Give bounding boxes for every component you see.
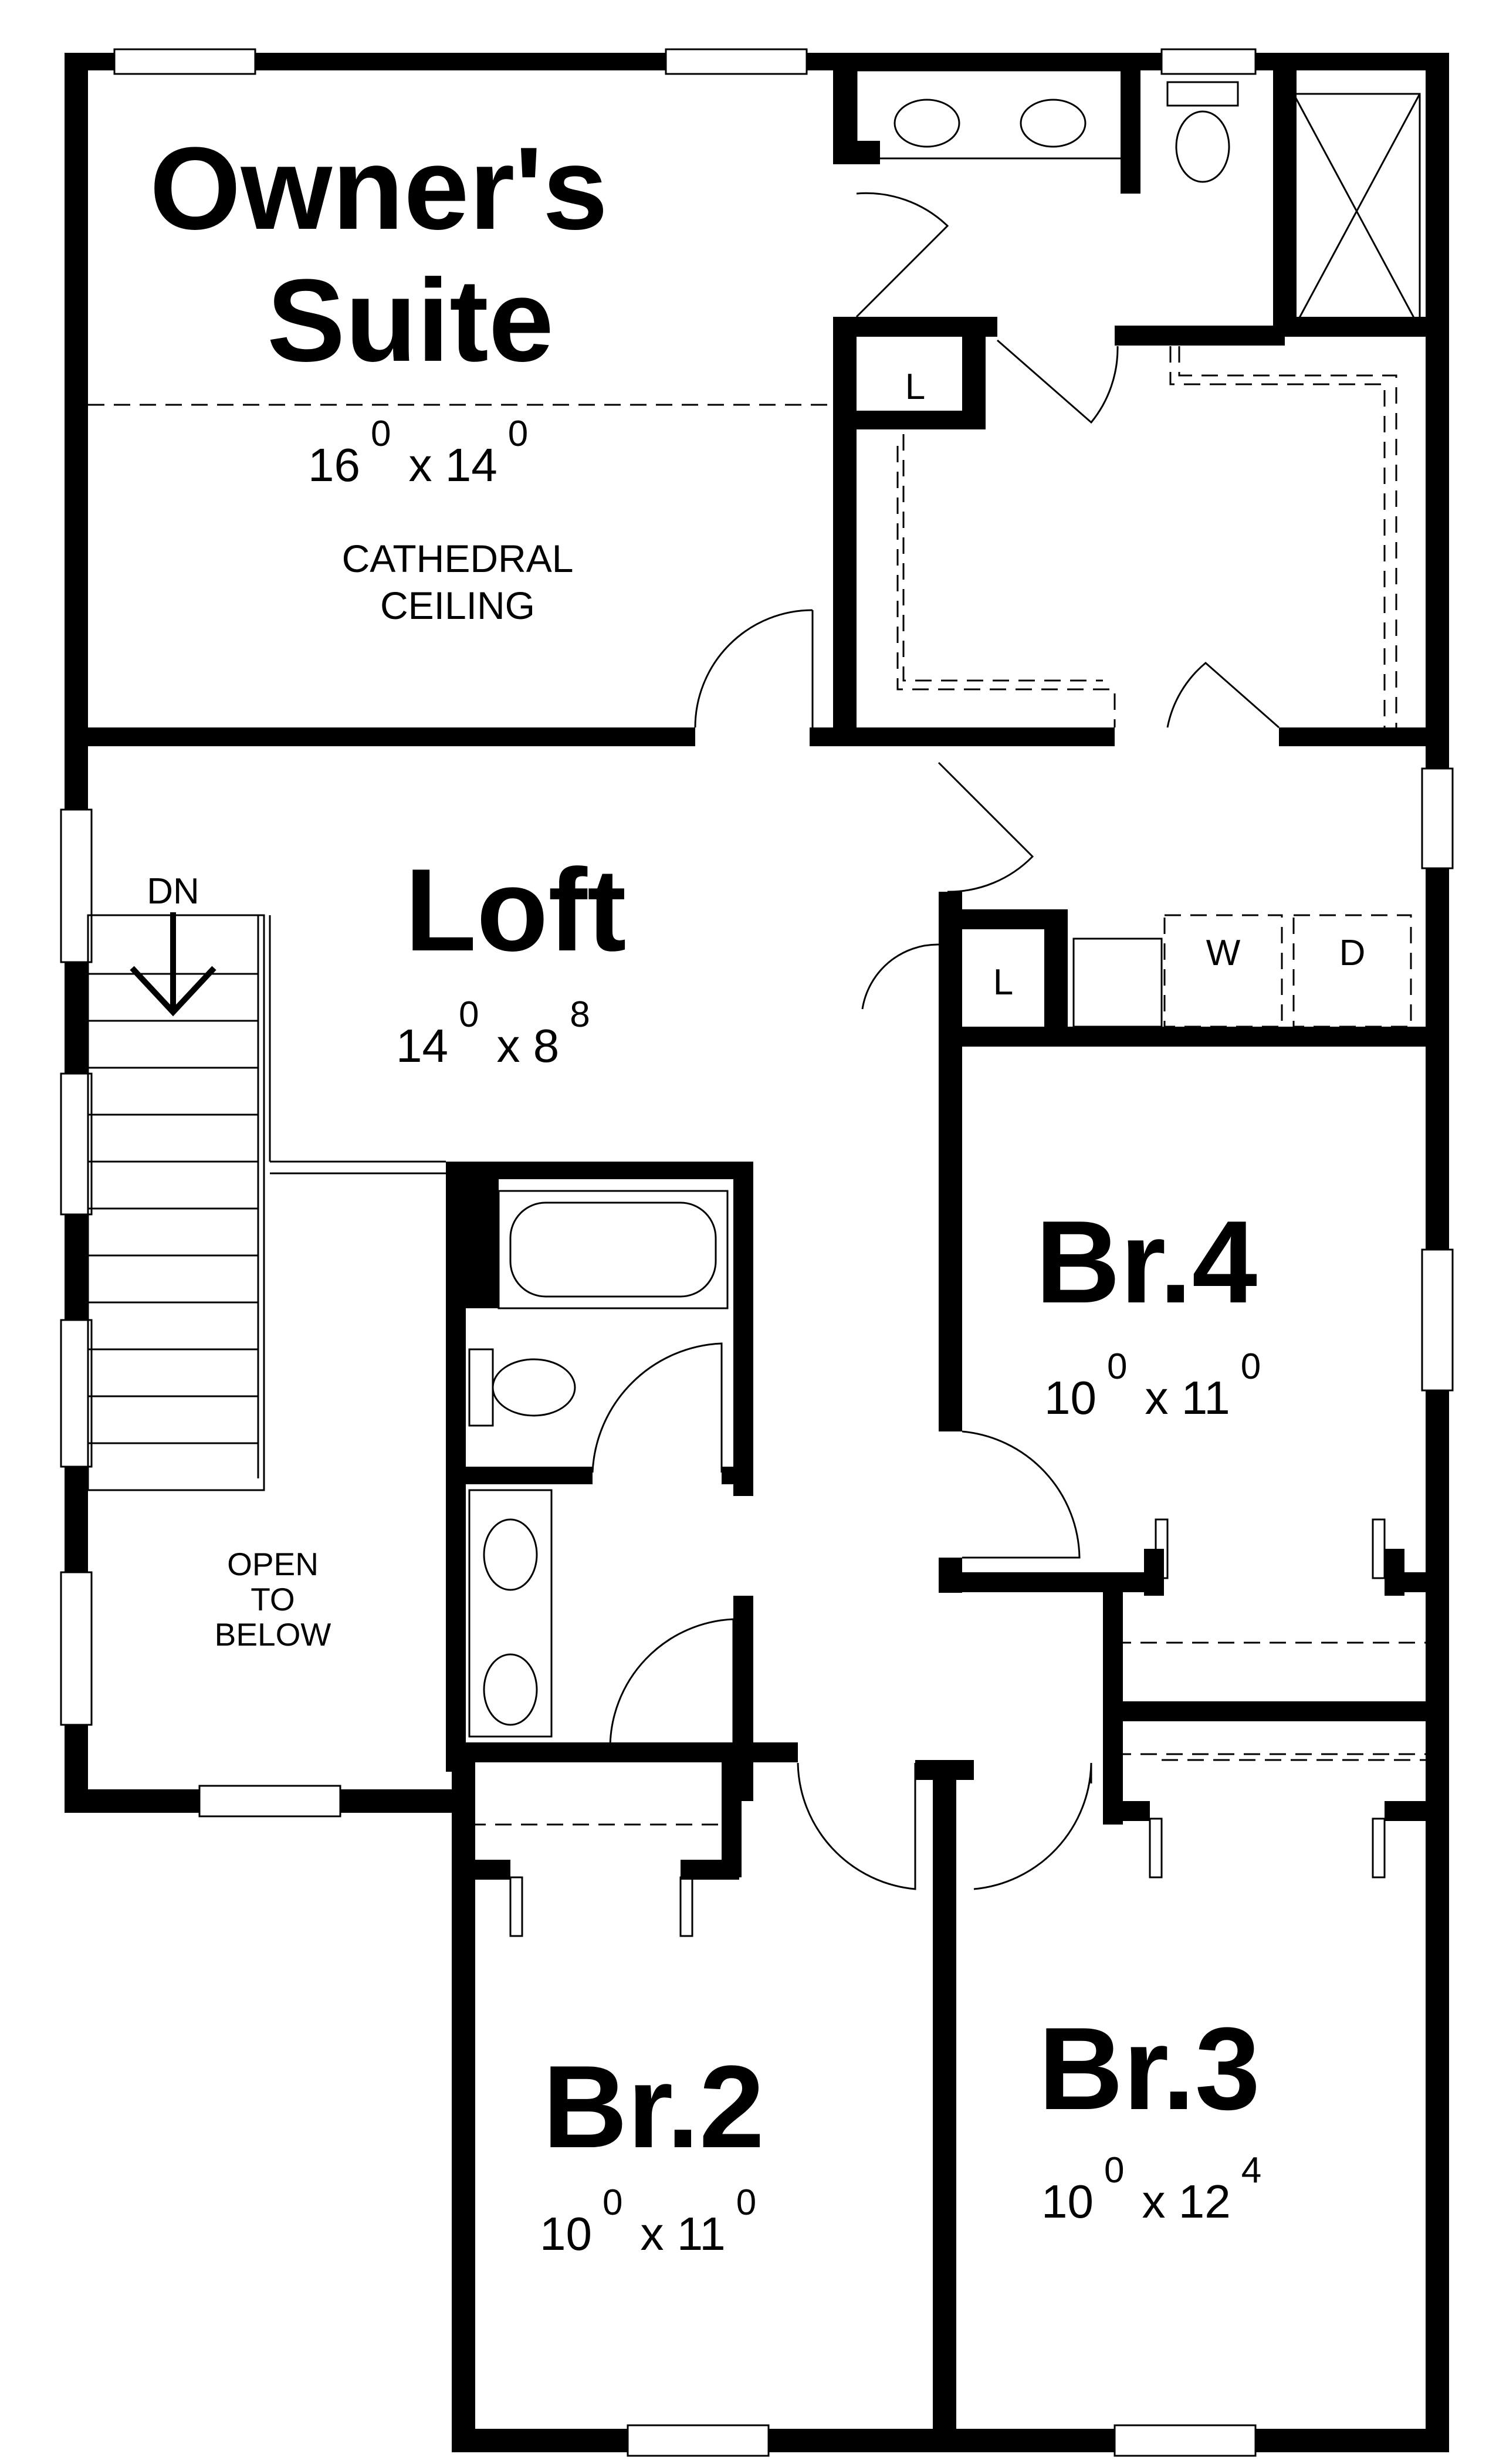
window-loft-left-1 <box>60 808 93 963</box>
open-to-below-line2: TO <box>251 1581 295 1617</box>
window-open-bottom <box>198 1785 341 1817</box>
fixtures <box>468 69 1421 1738</box>
room-name-owners-suite-line1: Owner's <box>150 123 608 254</box>
stair-treads <box>88 973 258 1491</box>
window-br3-bottom <box>1113 2424 1257 2457</box>
window-bath-top <box>1160 48 1257 75</box>
room-dimensions-br3: 100x 124 <box>1041 2150 1261 2228</box>
toilet-tank-icon <box>1166 81 1239 107</box>
linen-closet-label-lower: L <box>993 962 1013 1003</box>
room-name-br2: Br.2 <box>543 2042 764 2172</box>
sink-icon <box>1020 99 1087 148</box>
window-br4-right <box>1421 1248 1454 1392</box>
dashed-lines <box>88 346 1426 1826</box>
owners-suite-label-group: Owner's Suite 160x 140 CATHEDRAL CEILING <box>150 123 608 627</box>
window-laundry-right <box>1421 767 1454 869</box>
window-owners-top-left <box>113 48 256 75</box>
window-open-left <box>60 1571 93 1726</box>
sink-icon <box>483 1518 538 1591</box>
open-to-below-line3: BELOW <box>215 1616 331 1653</box>
br4-label-group: Br.4 100x 110 <box>1035 1197 1261 1424</box>
down-arrow-icon <box>130 912 216 1017</box>
sink-icon <box>893 99 960 148</box>
shower-icon <box>1292 93 1421 330</box>
laundry-shelf <box>1072 937 1163 1028</box>
dryer-label: D <box>1339 933 1366 973</box>
door-swings <box>509 192 1386 1937</box>
staircase <box>87 912 446 1491</box>
sink-icon <box>483 1653 538 1726</box>
bathtub-icon <box>497 1190 729 1309</box>
window-loft-left-3 <box>60 1319 93 1468</box>
room-name-br4: Br.4 <box>1035 1197 1257 1328</box>
window-br2-bottom <box>627 2424 770 2457</box>
washer-label: W <box>1206 933 1241 973</box>
toilet-tank-icon <box>468 1348 494 1427</box>
open-to-below-line1: OPEN <box>227 1546 319 1582</box>
window-loft-left-2 <box>60 1072 93 1216</box>
interior-walls <box>65 53 1449 2452</box>
toilet-icon <box>492 1358 576 1417</box>
room-name-owners-suite-line2: Suite <box>267 255 554 386</box>
linen-closet-label-upper: L <box>905 367 925 407</box>
room-dimensions-br4: 100x 110 <box>1044 1346 1261 1424</box>
room-name-br3: Br.3 <box>1038 2003 1260 2134</box>
room-name-loft: Loft <box>405 845 627 976</box>
vanity-counter-master <box>855 69 1128 160</box>
room-dimensions-owners-suite: 160x 140 <box>308 414 528 491</box>
toilet-icon <box>1175 110 1230 183</box>
stair-down-label: DN <box>147 871 199 912</box>
ceiling-note-line2: CEILING <box>380 584 535 627</box>
room-dimensions-loft: 140x 88 <box>396 994 590 1072</box>
ceiling-note-line1: CATHEDRAL <box>342 537 574 580</box>
windows <box>60 48 1454 2457</box>
window-owners-top-right <box>665 48 808 75</box>
small-labels: DN OPEN TO BELOW L L W D <box>147 367 1365 1653</box>
vanity-counter-bath2 <box>468 1489 553 1738</box>
br3-label-group: Br.3 100x 124 <box>1038 2003 1261 2228</box>
br2-label-group: Br.2 100x 110 <box>540 2042 764 2260</box>
room-dimensions-br2: 100x 110 <box>540 2182 756 2260</box>
loft-label-group: Loft 140x 88 <box>396 845 627 1072</box>
